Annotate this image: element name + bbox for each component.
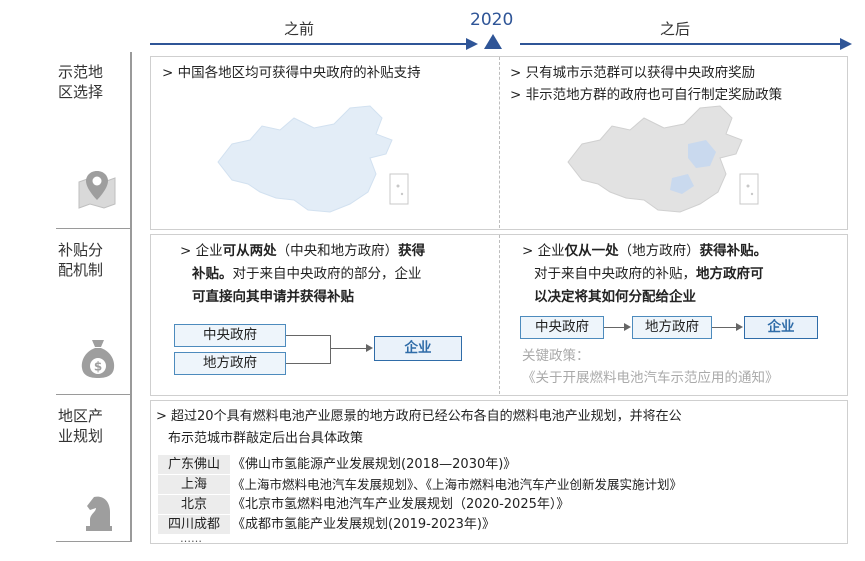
flow-after-arrowhead-2 xyxy=(736,323,743,331)
subsidy-after-line-1: > 企业仅从一处（地方政府）获得补贴。 xyxy=(522,243,768,259)
left-row-separator-3 xyxy=(56,541,132,542)
key-policy-name: 《关于开展燃料电池汽车示范应用的通知》 xyxy=(522,370,779,386)
flow-after-conn-2 xyxy=(712,327,736,328)
plan-doc-foshan: 《佛山市氢能源产业发展规划(2018—2030年)》 xyxy=(232,457,517,472)
flow-before-enterprise: 企业 xyxy=(374,336,462,361)
row-label-subsidy: 补贴分 配机制 xyxy=(58,241,104,279)
timeline-after-arrowhead xyxy=(840,38,852,50)
panel-subsidy-divider xyxy=(499,235,500,394)
money-bag-icon: $ xyxy=(81,340,115,378)
industry-plan-intro-2: 布示范城市群敲定后出台具体政策 xyxy=(168,431,364,446)
left-column-divider xyxy=(130,52,132,542)
row-label-industry-plan: 地区产 业规划 xyxy=(58,407,104,445)
china-map-after xyxy=(567,105,759,213)
plan-ellipsis: …… xyxy=(180,532,202,545)
flow-before-conn-out xyxy=(330,348,366,349)
subsidy-before-line-2: 补贴。对于来自中央政府的部分，企业 xyxy=(192,266,422,282)
timeline-year: 2020 xyxy=(470,10,514,30)
subsidy-before-line-1: > 企业可从两处（中央和地方政府）获得 xyxy=(180,243,426,259)
flow-before-conn-bottom xyxy=(286,363,330,364)
plan-doc-beijing: 《北京市氢燃料电池汽车产业发展规划（2020-2025年）》 xyxy=(232,497,570,512)
timeline-before-arrowhead xyxy=(466,38,478,50)
timeline-year-marker xyxy=(484,34,502,49)
plan-city-shanghai: 上海 xyxy=(158,475,230,494)
svg-text:$: $ xyxy=(94,360,102,374)
china-map-before xyxy=(217,105,409,213)
plan-city-foshan: 广东佛山 xyxy=(158,455,230,474)
subsidy-after-line-2: 对于来自中央政府的补贴，地方政府可 xyxy=(534,266,764,282)
flow-after-conn-1 xyxy=(604,327,624,328)
flow-after-central-gov: 中央政府 xyxy=(520,316,604,339)
left-row-separator-1 xyxy=(56,228,132,229)
timeline-after-line xyxy=(520,43,842,45)
plan-city-chengdu: 四川成都 xyxy=(158,515,230,534)
industry-plan-intro-1: > 超过20个具有燃料电池产业愿景的地方政府已经公布各自的燃料电池产业规划，并将… xyxy=(156,409,682,424)
panel-industry-plan xyxy=(150,400,848,544)
flow-before-central-gov: 中央政府 xyxy=(174,324,286,347)
key-policy-label: 关键政策： xyxy=(522,348,590,364)
timeline-before-label: 之前 xyxy=(284,20,315,38)
demo-region-before-text: > 中国各地区均可获得中央政府的补贴支持 xyxy=(162,65,421,81)
plan-doc-chengdu: 《成都市氢能产业发展规划(2019-2023年)》 xyxy=(232,517,496,532)
row-label-demo-region: 示范地 区选择 xyxy=(58,63,104,101)
timeline-after-label: 之后 xyxy=(660,20,691,38)
flow-after-enterprise: 企业 xyxy=(744,316,818,339)
timeline-before-line xyxy=(150,43,468,45)
flow-after-arrowhead-1 xyxy=(624,323,631,331)
left-row-separator-2 xyxy=(56,394,132,395)
map-pin-icon xyxy=(78,171,116,209)
demo-region-after-text-2: > 非示范地方群的政府也可自行制定奖励政策 xyxy=(510,87,783,103)
chess-knight-icon xyxy=(86,496,112,531)
panel-demo-region-divider xyxy=(499,57,500,228)
flow-before-local-gov: 地方政府 xyxy=(174,352,286,375)
subsidy-after-line-3: 以决定将其如何分配给企业 xyxy=(534,289,696,305)
plan-doc-shanghai: 《上海市燃料电池汽车发展规划》、《上海市燃料电池汽车产业创新发展实施计划》 xyxy=(232,477,683,492)
flow-before-conn-top xyxy=(286,335,330,336)
flow-after-local-gov: 地方政府 xyxy=(632,316,712,339)
flow-before-arrowhead xyxy=(366,344,373,352)
flow-before-conn-vertical xyxy=(330,335,331,364)
demo-region-after-text-1: > 只有城市示范群可以获得中央政府奖励 xyxy=(510,65,756,81)
plan-city-beijing: 北京 xyxy=(158,495,230,514)
subsidy-before-line-3: 可直接向其申请并获得补贴 xyxy=(192,289,354,305)
